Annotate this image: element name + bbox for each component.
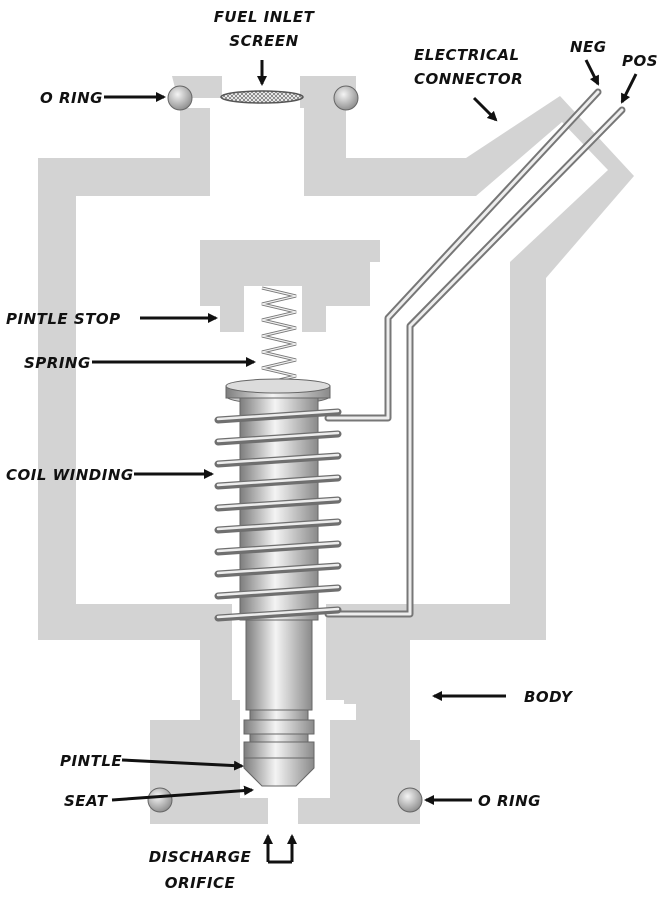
body-right-lower <box>344 644 376 704</box>
body-neck-left <box>200 720 240 798</box>
o-ring-bottom-left <box>148 788 172 812</box>
label-spring: SPRING <box>24 354 91 372</box>
body-neck-right <box>330 720 356 798</box>
label-seat: SEAT <box>64 792 109 810</box>
spring <box>262 288 296 384</box>
body-core <box>200 240 380 332</box>
arrow-electrical <box>474 98 496 120</box>
label-electrical-2: CONNECTOR <box>414 70 523 88</box>
label-discharge-1: DISCHARGE <box>149 848 252 866</box>
body-right-wall <box>298 76 634 824</box>
label-neg: NEG <box>570 38 607 56</box>
o-ring-bottom-right <box>398 788 422 812</box>
o-ring-top-right <box>334 86 358 110</box>
label-o-ring-top: O RING <box>40 89 103 107</box>
arrow-neg <box>586 60 598 84</box>
label-o-ring-bottom: O RING <box>478 792 541 810</box>
label-pintle: PINTLE <box>60 752 122 770</box>
label-fuel-inlet-1: FUEL INLET <box>214 8 316 26</box>
label-discharge-2: ORIFICE <box>165 874 236 892</box>
pintle-tip <box>244 758 314 786</box>
arrow-pos <box>622 74 636 102</box>
body-left-wall <box>38 76 268 824</box>
label-fuel-inlet-2: SCREEN <box>229 32 298 50</box>
label-pintle-stop: PINTLE STOP <box>6 310 121 328</box>
label-pos: POS <box>622 52 658 70</box>
label-coil-winding: COIL WINDING <box>6 466 134 484</box>
pintle-shaft <box>246 620 312 710</box>
label-electrical-1: ELECTRICAL <box>414 46 520 64</box>
label-body: BODY <box>524 688 574 706</box>
o-ring-top-left <box>168 86 192 110</box>
fuel-inlet-screen <box>221 91 303 103</box>
